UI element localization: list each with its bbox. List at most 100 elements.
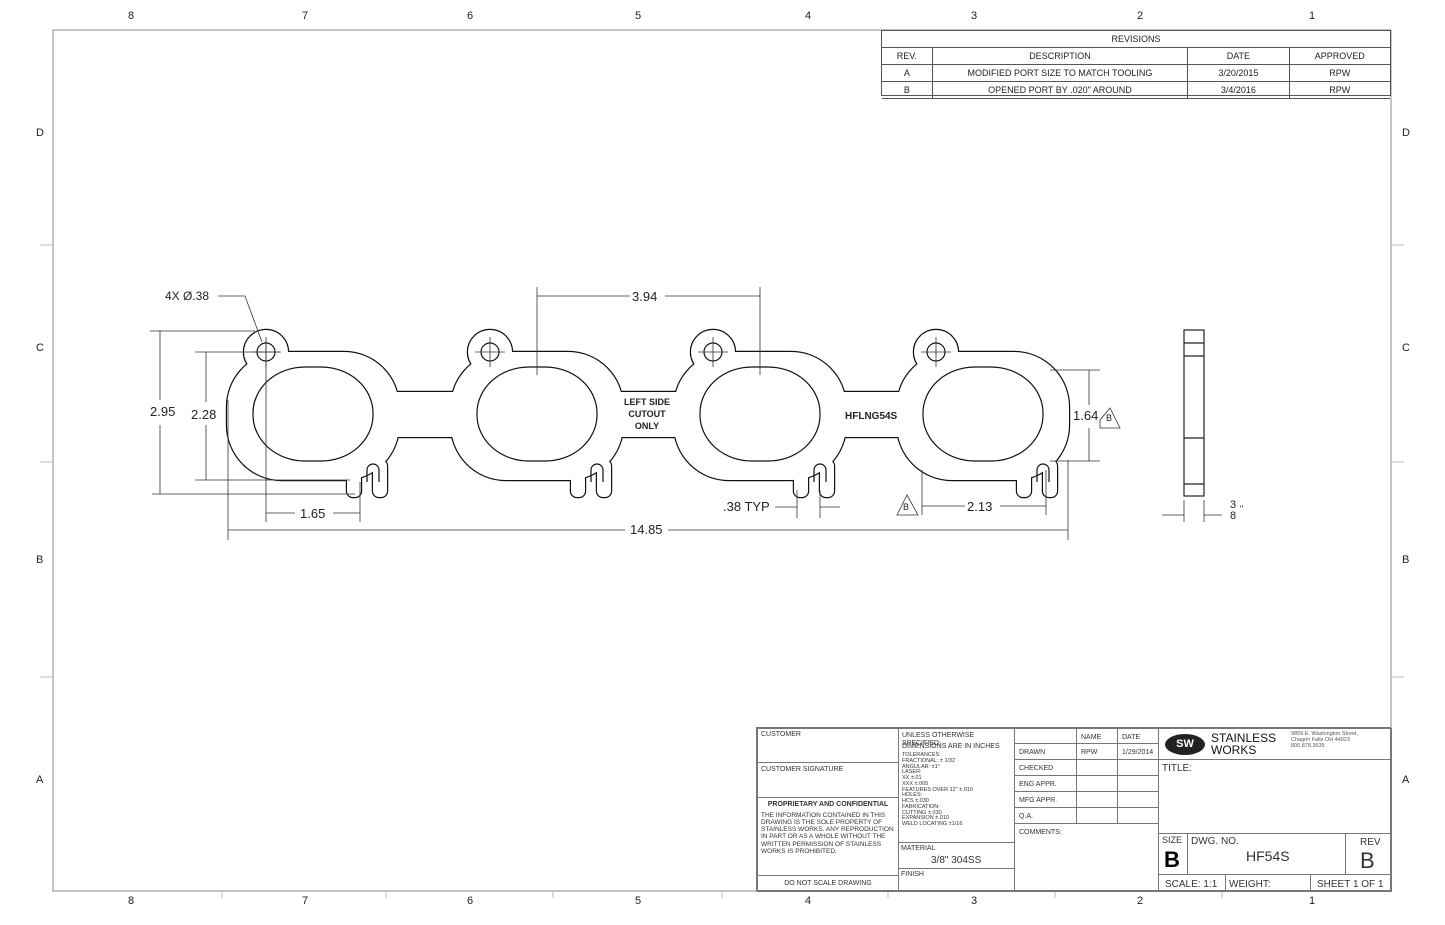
tolerance-line: HCS ±.030 xyxy=(902,798,929,805)
thickness-denominator: 8 xyxy=(1230,510,1237,522)
centerline-mark xyxy=(475,337,505,367)
tolerance-line: LASER: xyxy=(902,769,922,776)
rev-box: REV B xyxy=(1345,833,1392,875)
port-opening xyxy=(699,366,821,462)
approval-name xyxy=(1076,791,1118,808)
revision-cell: RPW xyxy=(1329,68,1351,78)
side-view xyxy=(1183,329,1205,497)
tolerance-line: XXX ±.005 xyxy=(902,780,929,787)
company-logo: SW xyxy=(1165,734,1205,755)
hole-dimension: 4X Ø.38 xyxy=(165,289,210,303)
customer-signature-box: CUSTOMER SIGNATURE xyxy=(757,762,899,798)
rev-value: B xyxy=(1360,848,1375,873)
cutout-line: LEFT SIDE xyxy=(623,397,670,407)
approval-name xyxy=(1076,807,1118,824)
gasket-fill xyxy=(597,460,611,497)
tolerance-line: HOLES: xyxy=(902,792,923,799)
revision-cell: OPENED PORT BY .020" AROUND xyxy=(933,82,1189,98)
slot-outline xyxy=(590,463,604,482)
weight-label: WEIGHT: xyxy=(1229,879,1271,890)
zone-label-top: 6 xyxy=(467,10,474,22)
tolerance-line: CUTTING ±.030 xyxy=(902,809,942,816)
approval-date xyxy=(1117,807,1159,824)
date-header-text: DATE xyxy=(1122,734,1141,741)
tolerance-line: FRACTIONAL: ± 1/32 xyxy=(902,757,956,764)
approval-label: Q.A. xyxy=(1014,807,1077,824)
customer-label: CUSTOMER xyxy=(761,731,801,738)
port-outer-height-dimension: 2.28 xyxy=(191,407,217,422)
approval-date: 1/29/2014 xyxy=(1117,743,1159,760)
revision-cell: 3/4/2016 xyxy=(1188,82,1290,98)
zone-label-right: D xyxy=(1402,127,1410,139)
approval-name xyxy=(1076,775,1118,792)
approval-label-text: MFG APPR. xyxy=(1019,797,1058,804)
approval-date xyxy=(1117,791,1159,808)
date-header: DATE xyxy=(1117,728,1159,744)
tolerances-box: UNLESS OTHERWISE SPECIFIED: DIMENSIONS A… xyxy=(898,728,1015,843)
zone-label-left: C xyxy=(36,342,44,354)
material-label: MATERIAL xyxy=(901,845,936,852)
zone-label-top: 7 xyxy=(302,10,309,22)
centerline-mark xyxy=(921,337,951,367)
zone-label-right: A xyxy=(1402,774,1410,786)
spacing-dimension: 3.94 xyxy=(632,289,658,304)
zone-label-top: 3 xyxy=(971,10,978,22)
slot-outline xyxy=(813,463,827,482)
part-number-label: HFLNG54S xyxy=(845,411,898,422)
address-line: Chagrin Falls OH 44023 xyxy=(1291,736,1351,743)
rev-flag: B xyxy=(903,502,910,512)
approval-date-text: 1/29/2014 xyxy=(1122,749,1154,756)
revision-cell: A xyxy=(882,65,933,81)
revision-cell: 3/20/2015 xyxy=(1188,65,1290,81)
finish-box: FINISH xyxy=(898,868,1015,892)
proprietary-box: PROPRIETARY AND CONFIDENTIAL THE INFORMA… xyxy=(757,797,899,876)
zone-label-bottom: 4 xyxy=(805,895,812,907)
port-width-dimension: 2.13 xyxy=(967,499,993,514)
rev-label: REV xyxy=(1360,837,1381,848)
approvals-corner xyxy=(1014,728,1077,744)
zone-label-bottom: 7 xyxy=(302,895,309,907)
thickness-numerator: 3 xyxy=(1230,499,1237,511)
gasket-fill xyxy=(1043,460,1057,497)
sheet-label: SHEET 1 OF 1 xyxy=(1317,879,1384,890)
zone-label-left: B xyxy=(36,554,44,566)
scale-label: SCALE: 1:1 xyxy=(1165,879,1218,890)
approval-label-text: DRAWN xyxy=(1019,749,1046,756)
overall-height-dimension: 2.95 xyxy=(150,404,176,419)
approval-label: MFG APPR. xyxy=(1014,791,1077,808)
cutout-label: LEFT SIDE CUTOUT ONLY xyxy=(623,396,671,432)
material-box: MATERIAL 3/8" 304SS xyxy=(898,842,1015,869)
name-header-text: NAME xyxy=(1081,734,1102,741)
centerline-mark xyxy=(698,337,728,367)
zone-label-top: 2 xyxy=(1137,10,1144,22)
revision-cell: RPW xyxy=(1329,85,1351,95)
tolerance-line: FEATURES OVER 12" ±.010 xyxy=(902,786,973,793)
size-label: SIZE xyxy=(1162,835,1183,845)
zone-label-bottom: 5 xyxy=(635,895,642,907)
revision-cell: B xyxy=(882,82,933,98)
size-box: SIZE B xyxy=(1158,833,1188,875)
tolerance-line: ANGULAR: ±1° xyxy=(902,763,940,770)
rev-flag: B xyxy=(1106,413,1113,423)
customer-signature-label: CUSTOMER SIGNATURE xyxy=(761,766,844,773)
address-line: 9859 E. Washington Street, xyxy=(1291,731,1359,737)
thickness-unit: " xyxy=(1240,504,1244,514)
gasket-fill xyxy=(1017,460,1031,497)
zone-label-top: 8 xyxy=(128,10,135,22)
approval-label-text: Q.A. xyxy=(1019,813,1034,820)
approval-label: DRAWN xyxy=(1014,743,1077,760)
approval-date xyxy=(1117,775,1159,792)
approval-date xyxy=(1117,759,1159,776)
zone-label-bottom: 3 xyxy=(971,895,978,907)
tolerance-line: EXPANSION ±.010 xyxy=(902,815,949,822)
approval-name xyxy=(1076,759,1118,776)
dwg-no-box: DWG. NO. HF54S xyxy=(1187,833,1346,875)
port-height-dimension: 1.64 xyxy=(1073,408,1099,423)
cutout-line: ONLY xyxy=(634,421,660,431)
port-opening xyxy=(252,366,374,462)
do-not-scale-label: DO NOT SCALE DRAWING xyxy=(784,880,872,887)
gasket-fill xyxy=(347,460,361,497)
